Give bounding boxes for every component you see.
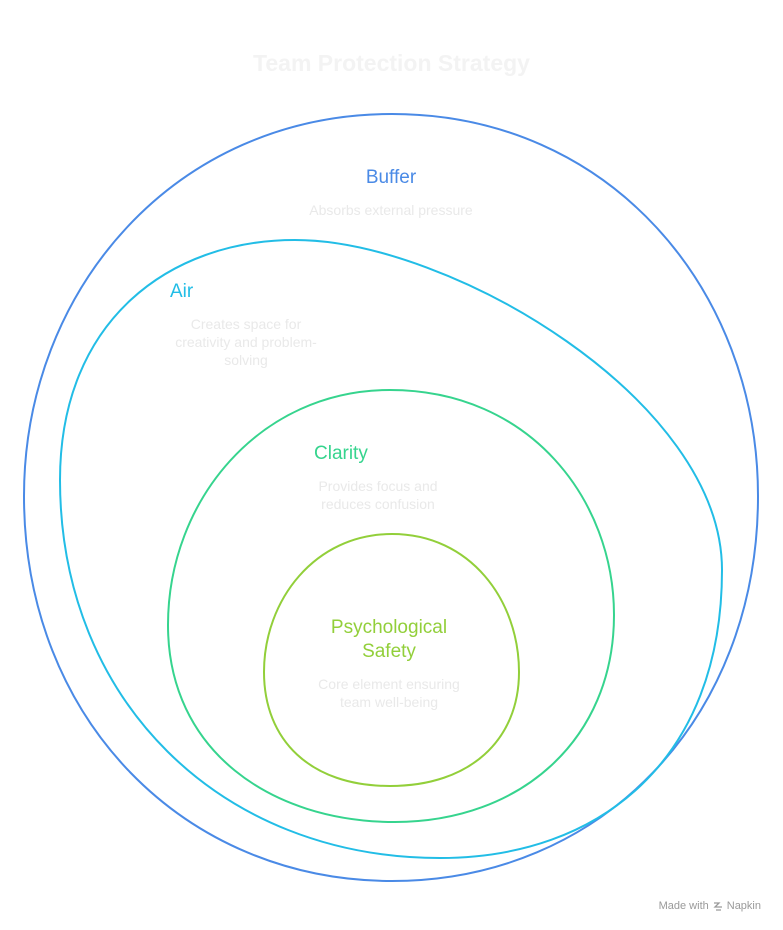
layer-desc-psychological-safety: Core element ensuring team well-being	[318, 676, 460, 710]
layer-desc-air: Creates space for creativity and problem…	[175, 316, 317, 368]
ring-clarity	[166, 388, 616, 824]
layer-desc-clarity: Provides focus and reduces confusion	[318, 478, 438, 512]
footer-brand: Napkin	[726, 900, 761, 912]
layer-label-psychological-safety: Psychological Safety	[330, 617, 448, 662]
diagram-title: Team Protection Strategy	[253, 50, 530, 76]
ring-air	[58, 238, 724, 860]
ring-buffer	[22, 112, 760, 883]
footer-attribution: Made with Napkin	[659, 900, 761, 912]
layer-desc-buffer: Absorbs external pressure	[309, 202, 473, 218]
footer-made-with: Made with	[658, 900, 709, 912]
ring-psychological-safety	[262, 532, 521, 788]
layer-label-air: Air	[170, 281, 194, 302]
napkin-logo-icon	[713, 902, 722, 911]
layer-label-clarity: Clarity	[314, 443, 368, 464]
layer-label-buffer: Buffer	[365, 167, 417, 188]
